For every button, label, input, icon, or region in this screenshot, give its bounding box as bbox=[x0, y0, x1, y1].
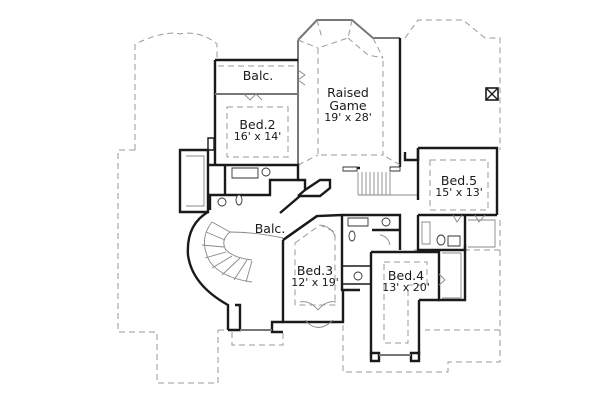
room-label-bed4: Bed.4 13' x 20' bbox=[381, 269, 431, 294]
room-name: Bed.4 bbox=[387, 268, 425, 283]
room-label-balc-top: Balc. bbox=[238, 69, 278, 82]
room-label-bed5: Bed.5 15' x 13' bbox=[430, 174, 488, 199]
room-dimensions: 16' x 14' bbox=[233, 130, 282, 144]
room-name: Balc. bbox=[242, 68, 274, 83]
bed5-walls bbox=[416, 87, 499, 302]
bed2-walls bbox=[213, 58, 306, 165]
spiral-stair bbox=[186, 210, 284, 346]
room-label-bed3: Bed.3 12' x 19' bbox=[290, 264, 340, 289]
bath-bed2 bbox=[178, 137, 307, 214]
room-label-raised-game: Raised Game 19' x 28' bbox=[318, 86, 378, 124]
room-dimensions: 19' x 28' bbox=[324, 111, 372, 125]
room-dimensions: 13' x 20' bbox=[382, 281, 430, 295]
room-dimensions: 12' x 19' bbox=[291, 276, 339, 290]
room-label-bed2: Bed.2 16' x 14' bbox=[230, 118, 285, 143]
room-name: Bed.3 bbox=[296, 263, 334, 278]
room-name-line1: Raised bbox=[327, 85, 369, 100]
room-name: Balc. bbox=[254, 221, 286, 236]
bed4-walls bbox=[369, 250, 446, 363]
room-dimensions: 15' x 13' bbox=[435, 186, 483, 200]
room-name-line2: Game bbox=[329, 98, 367, 114]
balcony-rail bbox=[279, 178, 343, 241]
roof-outline-dashed bbox=[117, 19, 501, 384]
bath-bed3-bed4 bbox=[340, 213, 402, 292]
room-label-balc-stair: Balc. bbox=[250, 222, 290, 235]
room-name: Bed.2 bbox=[239, 117, 276, 132]
room-name: Bed.5 bbox=[440, 173, 478, 188]
